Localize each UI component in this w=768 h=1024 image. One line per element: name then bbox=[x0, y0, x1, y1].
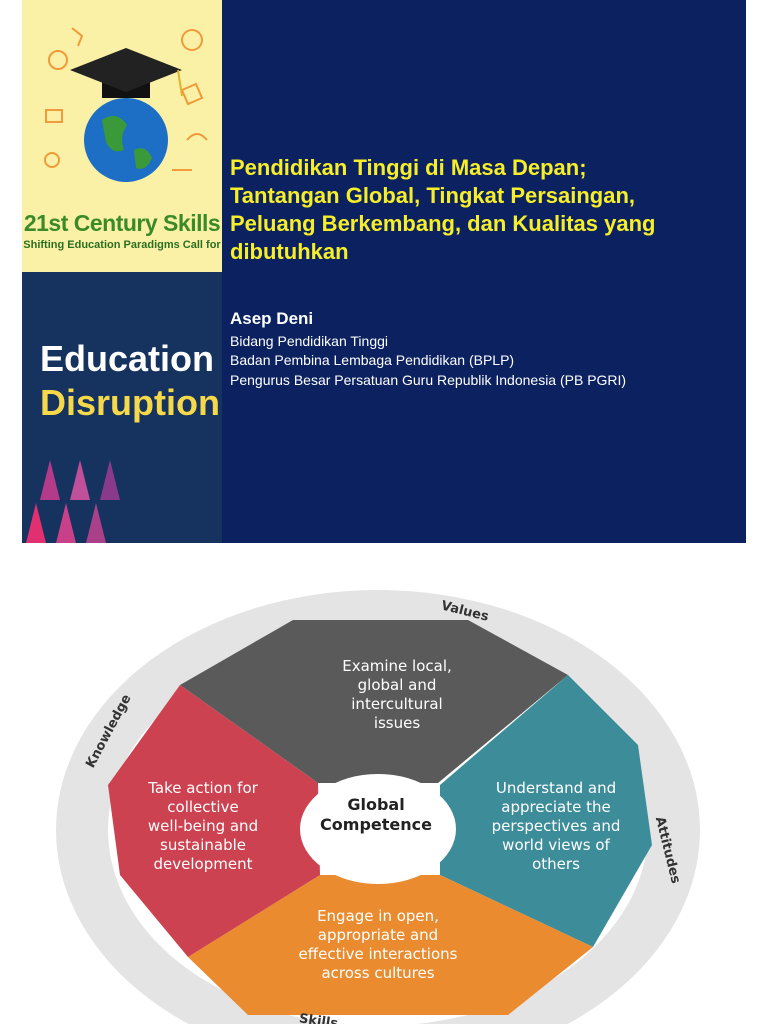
title-line: Pendidikan Tinggi di Masa Depan; bbox=[230, 155, 587, 180]
global-competence-diagram: Global Competence Examine local, global … bbox=[56, 590, 700, 1024]
segment-top-text: issues bbox=[374, 714, 421, 732]
segment-top-text: Examine local, bbox=[342, 657, 452, 675]
badge-panel: 21st Century Skills Shifting Education P… bbox=[22, 0, 222, 272]
title-line: Peluang Berkembang, dan Kualitas yang bbox=[230, 211, 656, 236]
segment-top-text: intercultural bbox=[351, 695, 442, 713]
badge-subtitle: Shifting Education Paradigms Call for bbox=[23, 239, 221, 251]
segment-bottom-text: across cultures bbox=[321, 964, 434, 982]
left-panel: 21st Century Skills Shifting Education P… bbox=[22, 0, 222, 543]
segment-left-text: collective bbox=[167, 798, 238, 816]
title-slide: 21st Century Skills Shifting Education P… bbox=[22, 0, 746, 543]
affiliation-line: Bidang Pendidikan Tinggi bbox=[230, 333, 389, 349]
segment-right-text: Understand and bbox=[496, 779, 616, 797]
segment-top bbox=[180, 620, 568, 783]
title-line: dibutuhkan bbox=[230, 239, 349, 264]
education-word: Education bbox=[40, 338, 215, 379]
triangle-pattern bbox=[26, 460, 120, 543]
segment-right-text: perspectives and bbox=[492, 817, 621, 835]
ring-label-skills: Skills bbox=[298, 1011, 339, 1024]
segment-bottom-text: effective interactions bbox=[299, 945, 458, 963]
segment-right bbox=[440, 675, 652, 947]
segment-left-text: well-being and bbox=[148, 817, 258, 835]
segment-left-text: development bbox=[154, 855, 253, 873]
segment-left-text: sustainable bbox=[160, 836, 246, 854]
center-circle bbox=[300, 774, 456, 884]
segment-left-text: Take action for bbox=[147, 779, 258, 797]
segment-right-text: world views of bbox=[502, 836, 610, 854]
segment-bottom-text: Engage in open, bbox=[317, 907, 439, 925]
author-name: Asep Deni bbox=[230, 309, 314, 328]
title-line: Tantangan Global, Tingkat Persaingan, bbox=[230, 183, 636, 208]
center-label-line2: Competence bbox=[320, 815, 432, 834]
segment-right-text: others bbox=[532, 855, 580, 873]
slide-title: Pendidikan Tinggi di Masa Depan; Tantang… bbox=[230, 154, 730, 266]
affiliation-line: Pengurus Besar Persatuan Guru Republik I… bbox=[230, 372, 627, 388]
disruption-word: Disruption bbox=[40, 382, 220, 423]
affiliation-line: Badan Pembina Lembaga Pendidikan (BPLP) bbox=[230, 352, 515, 368]
segment-bottom-text: appropriate and bbox=[318, 926, 438, 944]
segment-bottom bbox=[188, 875, 593, 1015]
segment-left bbox=[108, 685, 320, 957]
segment-top-text: global and bbox=[358, 676, 437, 694]
center-label-line1: Global bbox=[347, 795, 404, 814]
badge-title: 21st Century Skills bbox=[23, 210, 221, 236]
graduation-globe-icon bbox=[44, 27, 208, 182]
segment-right-text: appreciate the bbox=[501, 798, 610, 816]
